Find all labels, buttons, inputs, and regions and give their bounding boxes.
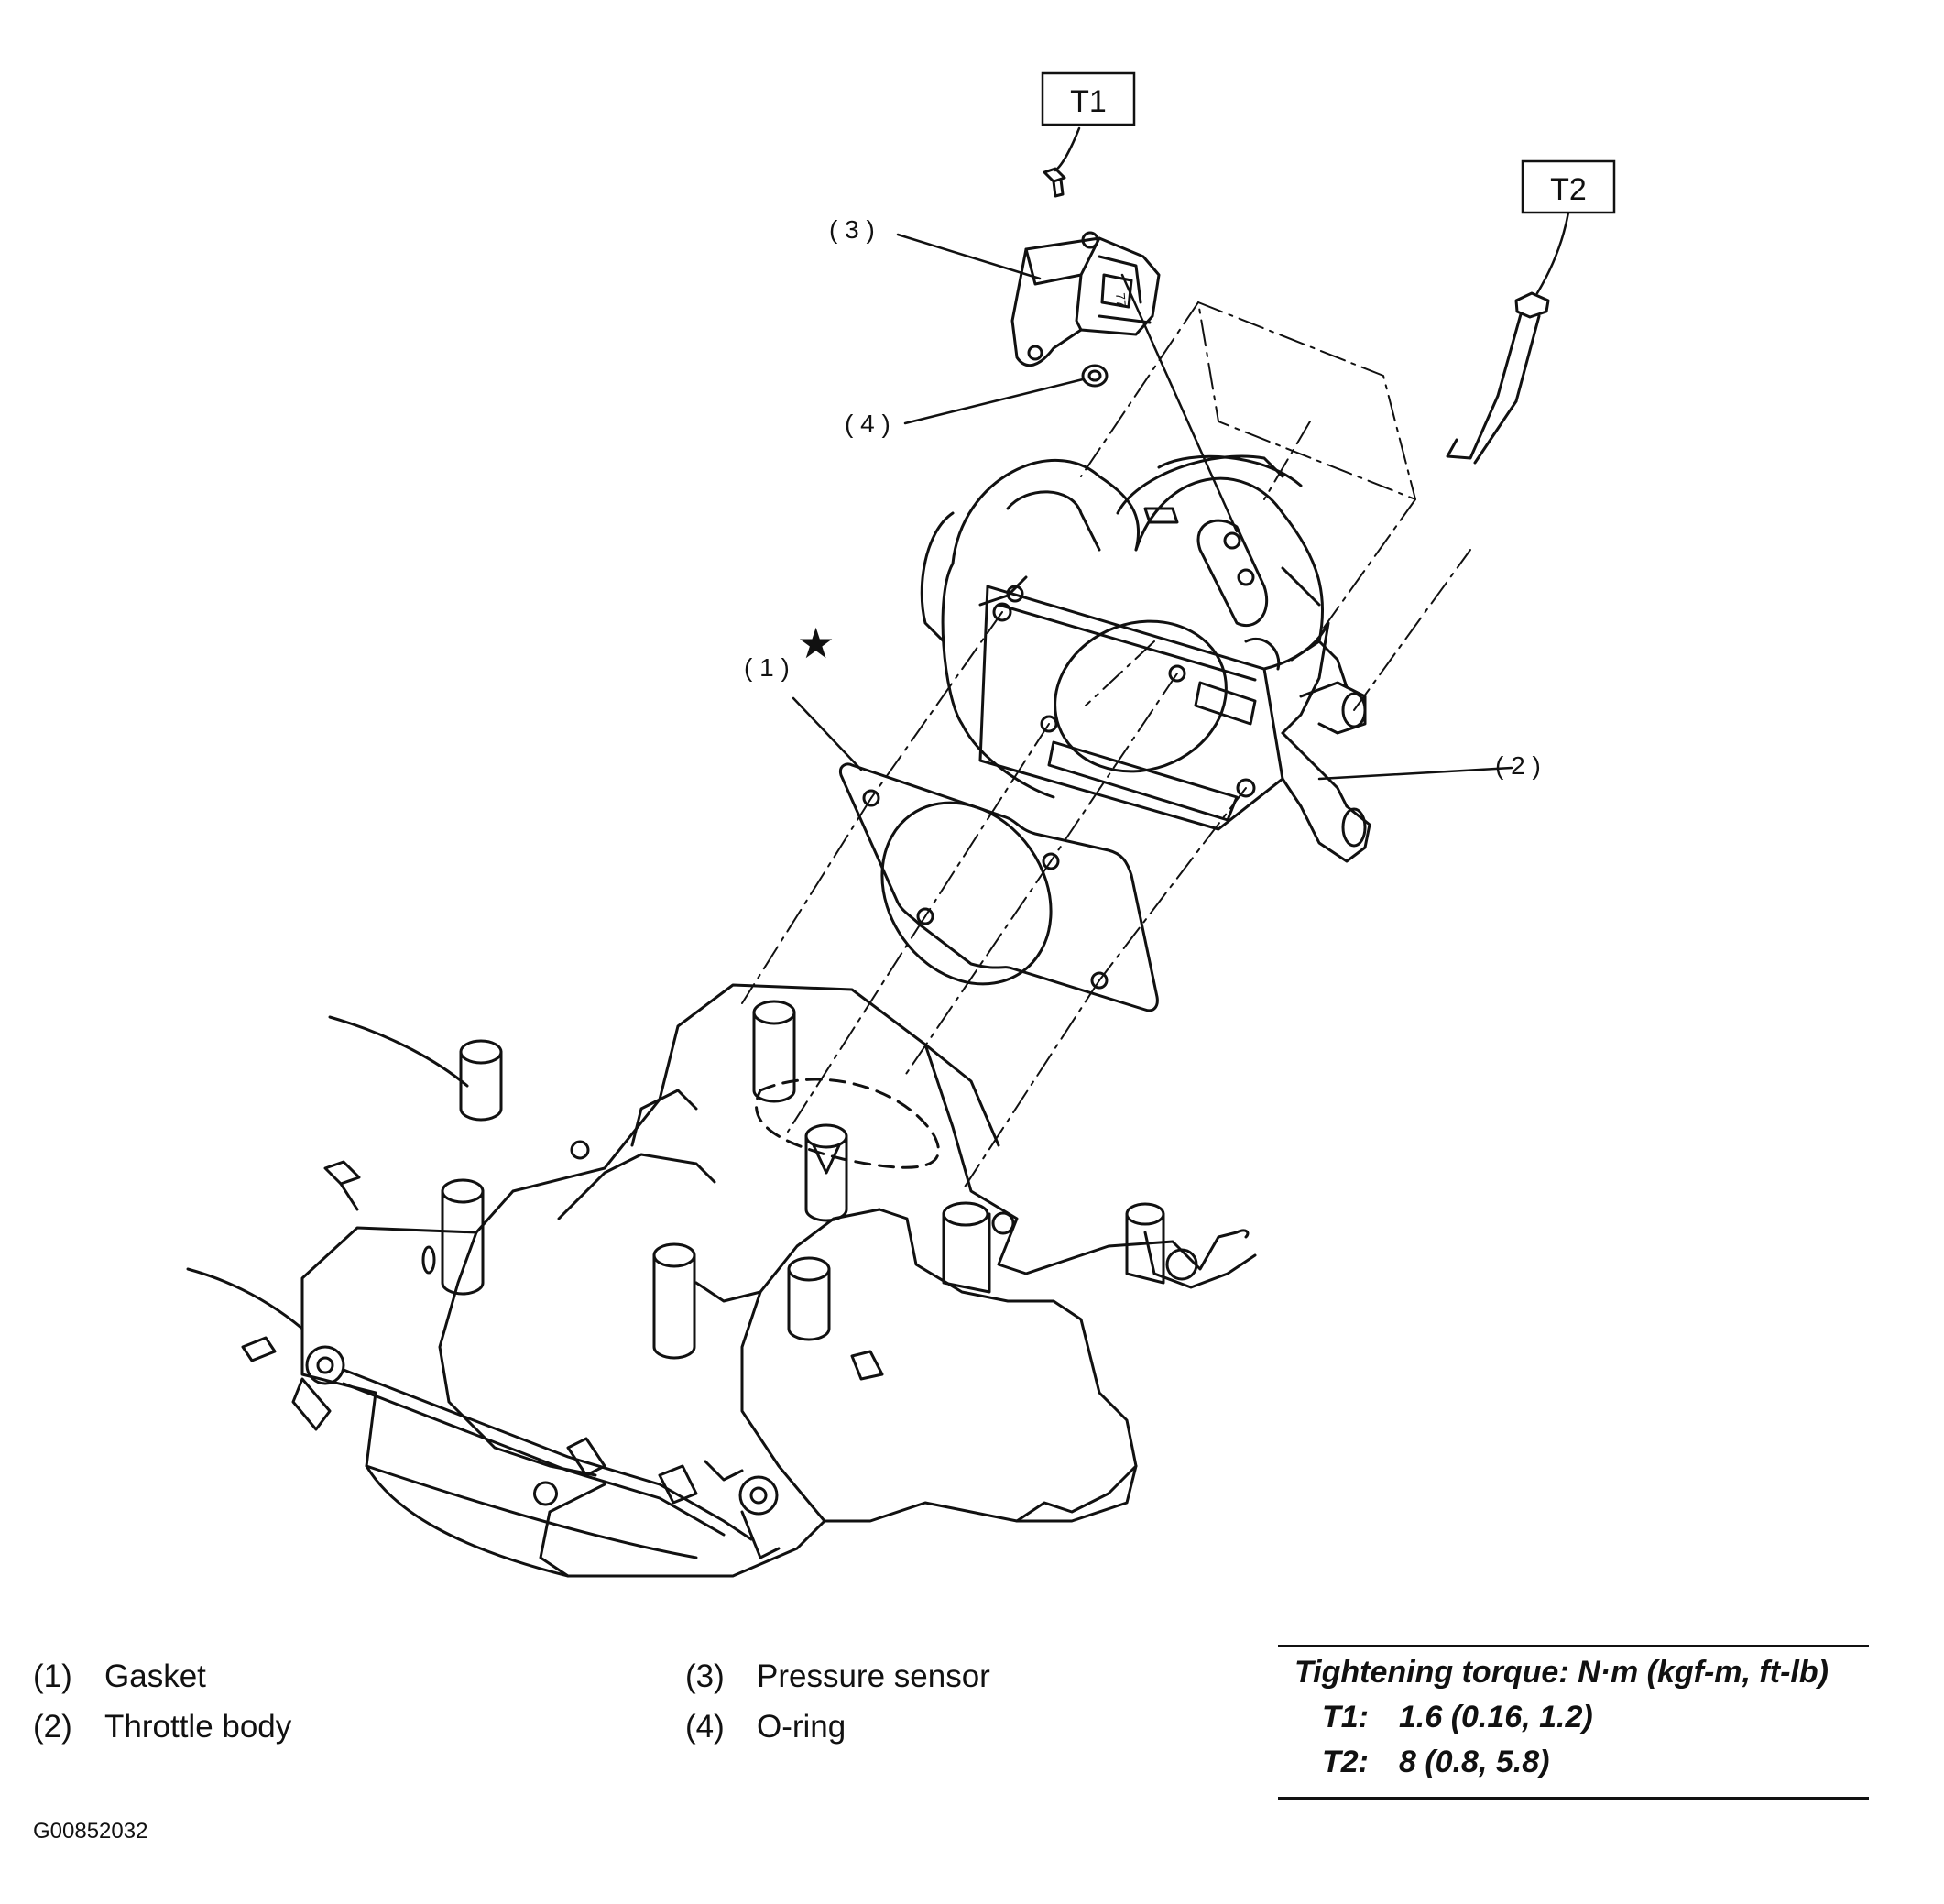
callout-4: ( 4 ) (845, 410, 890, 438)
torque-bottom-rule (1278, 1797, 1869, 1800)
callout-box-t2 (1521, 159, 1616, 214)
torque-value: 8 (0.8, 5.8) (1399, 1745, 1550, 1779)
alignment-lines (741, 301, 1471, 1192)
torque-heading: Tightening torque: N·m (kgf-m, ft-lb) (1294, 1655, 1829, 1690)
callout-2: ( 2 ) (1495, 751, 1541, 780)
gasket (838, 762, 1159, 1012)
throttle-body (920, 454, 1371, 863)
torque-row-t1: T1: 1.6 (0.16, 1.2) (1278, 1691, 1869, 1735)
figure-code: G00852032 (33, 1819, 148, 1844)
callout-t1: T1 (1070, 84, 1107, 119)
legend-label: Throttle body (104, 1709, 292, 1745)
torque-row-t2: T2: 8 (0.8, 5.8) (1278, 1735, 1869, 1780)
callout-box-t1 (1041, 71, 1136, 126)
legend-item-o-ring: (4) O-ring (685, 1709, 846, 1745)
torque-value: 1.6 (0.16, 1.2) (1399, 1700, 1593, 1734)
torque-key: T2: (1322, 1745, 1369, 1779)
svg-text:77: 77 (1113, 292, 1129, 308)
legend-number: (2) (33, 1709, 72, 1745)
legend-label: O-ring (757, 1709, 846, 1745)
bolt-t2 (1446, 291, 1550, 465)
star-mark: ★ (797, 619, 835, 667)
torque-table: Tightening torque: N·m (kgf-m, ft-lb) T1… (1278, 1645, 1869, 1800)
leader-lines (792, 126, 1570, 781)
legend-item-throttle-body: (2) Throttle body (33, 1709, 291, 1745)
legend-label: Gasket (104, 1658, 206, 1694)
legend-number: (1) (33, 1658, 72, 1694)
screw-t1 (1043, 167, 1066, 198)
callout-3: ( 3 ) (829, 215, 875, 244)
o-ring (1081, 364, 1109, 388)
legend-label: Pressure sensor (757, 1658, 990, 1694)
legend-number: (3) (685, 1658, 725, 1694)
callout-t2: T2 (1550, 172, 1587, 207)
legend-number: (4) (685, 1709, 725, 1745)
pressure-sensor: 77 (1010, 231, 1161, 367)
callout-1: ( 1 ) (744, 653, 790, 682)
legend-item-gasket: (1) Gasket (33, 1658, 206, 1695)
torque-top-rule (1278, 1645, 1869, 1647)
exploded-view-diagram: 77 (186, 71, 1616, 1578)
intake-manifold (186, 983, 1257, 1578)
torque-key: T1: (1322, 1700, 1369, 1734)
legend-item-pressure-sensor: (3) Pressure sensor (685, 1658, 990, 1695)
